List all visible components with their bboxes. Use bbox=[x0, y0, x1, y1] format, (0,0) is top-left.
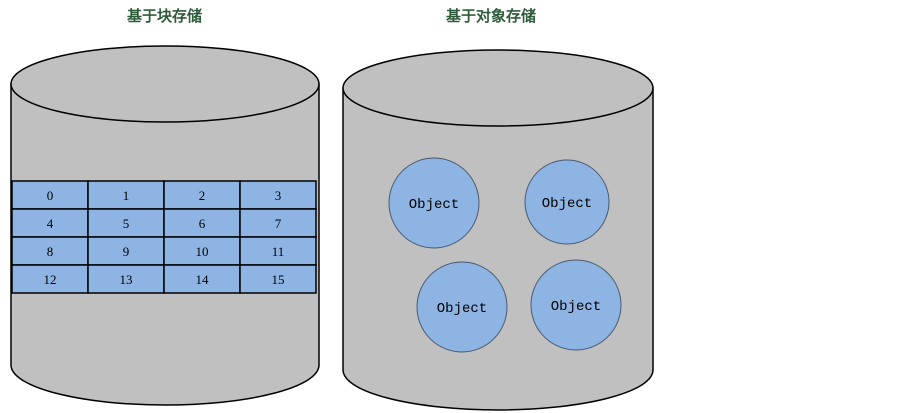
block-label: 5 bbox=[123, 216, 130, 231]
object-circle bbox=[416, 261, 508, 353]
block-cell bbox=[11, 236, 89, 266]
object-cylinder-body bbox=[342, 87, 654, 411]
block-label: 11 bbox=[272, 244, 285, 259]
block-label: 9 bbox=[123, 244, 130, 259]
object-label: Object bbox=[551, 299, 601, 315]
block-label: 12 bbox=[44, 272, 57, 287]
block-label: 15 bbox=[272, 272, 285, 287]
block-cell bbox=[239, 264, 317, 294]
block-label: 4 bbox=[47, 216, 54, 231]
block-cell bbox=[239, 208, 317, 238]
object-circle bbox=[388, 157, 480, 249]
block-label: 13 bbox=[120, 272, 133, 287]
block-label: 14 bbox=[196, 272, 210, 287]
block-label: 2 bbox=[199, 188, 206, 203]
block-label: 6 bbox=[199, 216, 206, 231]
block-label: 3 bbox=[275, 188, 282, 203]
object-label: Object bbox=[542, 196, 592, 212]
object-cylinder-top bbox=[342, 49, 654, 127]
object-label: Object bbox=[409, 197, 459, 213]
block-cell bbox=[11, 264, 89, 294]
block-label: 0 bbox=[47, 188, 54, 203]
block-cell bbox=[163, 236, 241, 266]
block-cylinder-top bbox=[10, 45, 320, 123]
block-label: 1 bbox=[123, 188, 130, 203]
object-circle bbox=[530, 259, 622, 351]
object-label: Object bbox=[437, 301, 487, 317]
block-label: 10 bbox=[196, 244, 209, 259]
object-circle bbox=[524, 159, 610, 245]
block-label: 7 bbox=[275, 216, 282, 231]
object-storage-title: 基于对象存储 bbox=[446, 7, 537, 25]
block-cell bbox=[239, 236, 317, 266]
block-cell bbox=[163, 208, 241, 238]
block-storage-title: 基于块存储 bbox=[127, 7, 203, 25]
object-storage-cylinder bbox=[342, 49, 654, 411]
block-label: 8 bbox=[47, 244, 54, 259]
